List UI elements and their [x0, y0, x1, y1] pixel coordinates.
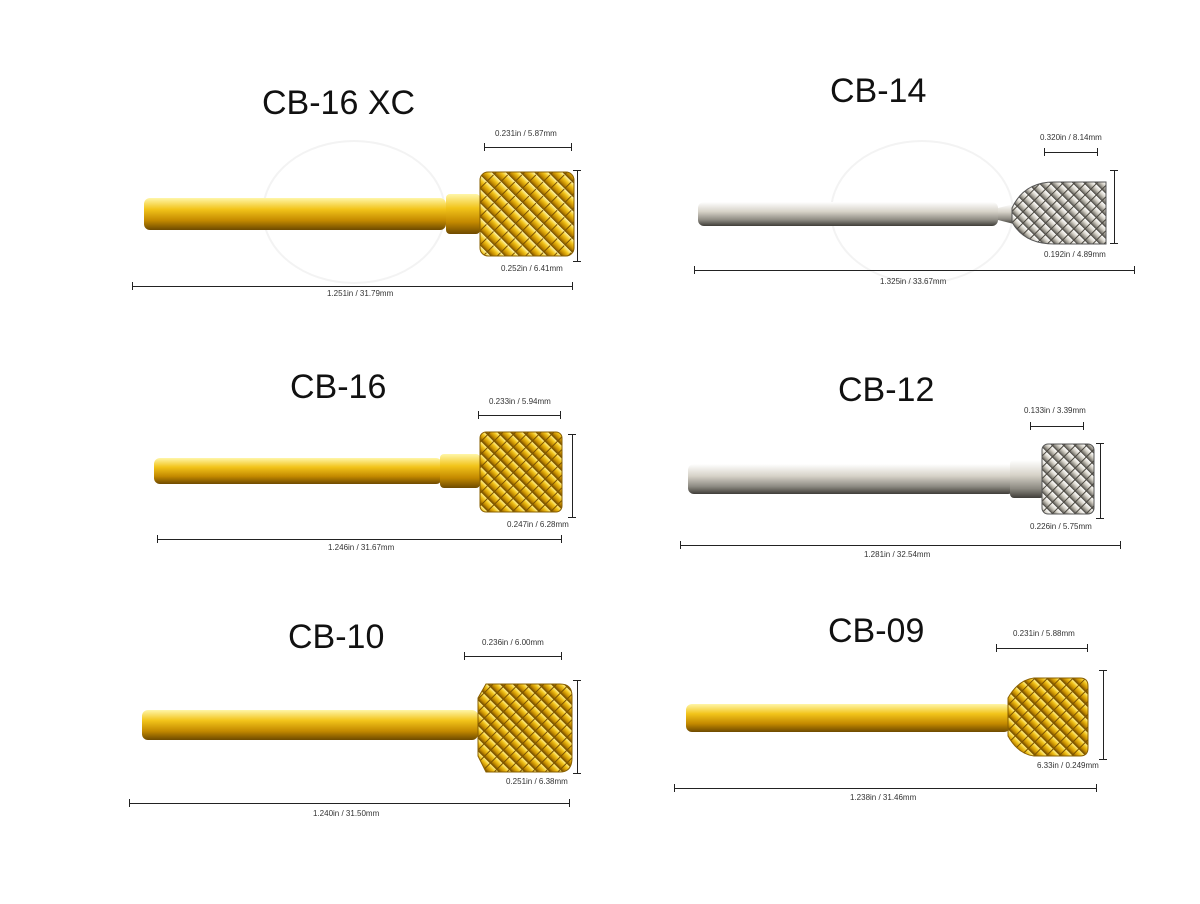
gold-carbide-bit-image — [142, 683, 573, 773]
tip-width-label: 0.236in / 6.00mm — [482, 638, 544, 647]
tip-diameter-dimension-line — [1103, 670, 1104, 760]
bit-title: CB-12 — [838, 371, 935, 409]
tip-width-label: 0.320in / 8.14mm — [1040, 133, 1102, 142]
bit-title: CB-10 — [288, 618, 385, 656]
bit-title: CB-09 — [828, 612, 925, 650]
tip-width-label: 0.231in / 5.88mm — [1013, 629, 1075, 638]
silver-carbide-bit-image — [698, 181, 1107, 245]
tip-width-dimension-line — [1044, 152, 1098, 153]
total-length-dimension-line — [129, 803, 570, 804]
total-length-dimension-line — [157, 539, 562, 540]
tip-diameter-dimension-line — [577, 680, 578, 774]
total-length-dimension-line — [680, 545, 1121, 546]
tip-diameter-dimension-line — [1114, 170, 1115, 244]
tip-width-dimension-line — [464, 656, 562, 657]
total-length-label: 1.281in / 32.54mm — [864, 550, 931, 559]
gold-carbide-bit-image — [144, 171, 575, 257]
tip-diameter-label: 0.251in / 6.38mm — [506, 777, 568, 786]
total-length-dimension-line — [132, 286, 573, 287]
bit-title: CB-14 — [830, 72, 927, 110]
silver-carbide-bit-image — [688, 443, 1095, 515]
tip-width-dimension-line — [1030, 426, 1084, 427]
gold-carbide-bit-image — [154, 431, 563, 513]
tip-diameter-dimension-line — [1100, 443, 1101, 519]
total-length-label: 1.325in / 33.67mm — [880, 277, 947, 286]
tip-diameter-label: 0.192in / 4.89mm — [1044, 250, 1106, 259]
tip-width-label: 0.231in / 5.87mm — [495, 129, 557, 138]
tip-width-label: 0.233in / 5.94mm — [489, 397, 551, 406]
total-length-label: 1.238in / 31.46mm — [850, 793, 917, 802]
tip-width-dimension-line — [484, 147, 572, 148]
tip-width-dimension-line — [478, 415, 561, 416]
bit-title: CB-16 — [290, 368, 387, 406]
total-length-label: 1.251in / 31.79mm — [327, 289, 394, 298]
tip-width-dimension-line — [996, 648, 1088, 649]
tip-diameter-dimension-line — [572, 434, 573, 518]
bit-title: CB-16 XC — [262, 84, 416, 122]
total-length-dimension-line — [674, 788, 1097, 789]
tip-diameter-label: 0.226in / 5.75mm — [1030, 522, 1092, 531]
total-length-dimension-line — [694, 270, 1135, 271]
total-length-label: 1.246in / 31.67mm — [328, 543, 395, 552]
gold-carbide-bit-image — [686, 677, 1089, 757]
tip-diameter-label: 0.252in / 6.41mm — [501, 264, 563, 273]
tip-diameter-dimension-line — [577, 170, 578, 262]
tip-width-label: 0.133in / 3.39mm — [1024, 406, 1086, 415]
tip-diameter-label: 6.33in / 0.249mm — [1037, 761, 1099, 770]
total-length-label: 1.240in / 31.50mm — [313, 809, 380, 818]
tip-diameter-label: 0.247in / 6.28mm — [507, 520, 569, 529]
